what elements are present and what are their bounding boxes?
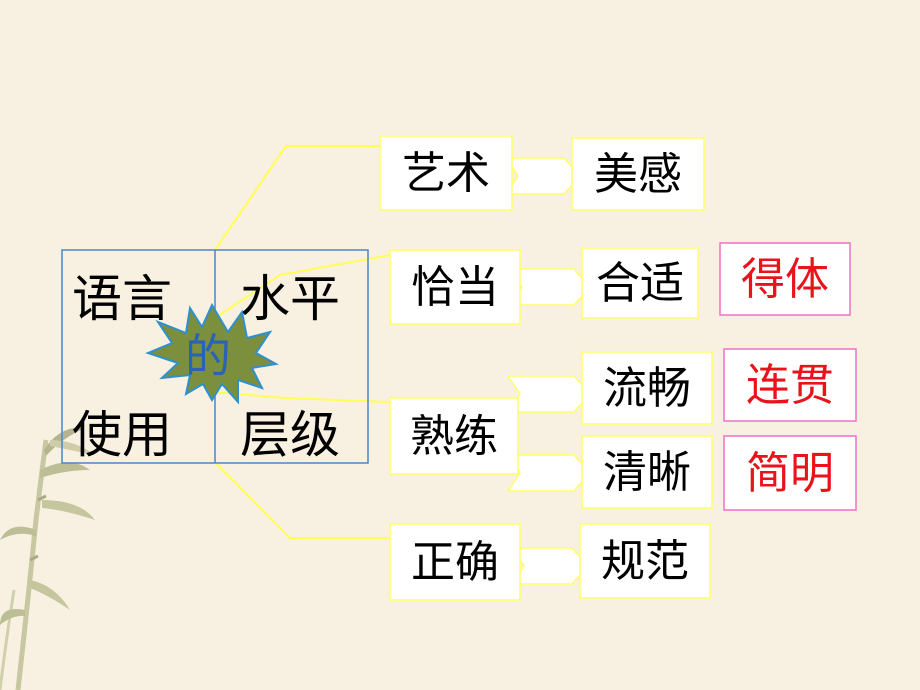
box-concise-text: 简明: [746, 448, 834, 499]
center-text-q4: 层级: [240, 406, 340, 464]
box-decent: 得体: [719, 242, 851, 316]
box-suitable: 合适: [581, 247, 699, 319]
box-correct: 正确: [389, 523, 521, 601]
box-beauty-text: 美感: [594, 149, 682, 200]
starburst-text: 的: [185, 329, 231, 383]
bamboo-decoration: [0, 427, 95, 690]
box-coherent-text: 连贯: [746, 360, 834, 411]
box-coherent: 连贯: [723, 348, 857, 422]
box-art: 艺术: [379, 135, 513, 211]
center-text-q1: 语言: [72, 270, 172, 328]
center-text-q3: 使用: [72, 406, 172, 464]
arrow-apt: [508, 268, 592, 306]
starburst-shape: [145, 302, 280, 405]
connector-art: [214, 145, 380, 251]
box-fluent-text: 熟练: [410, 411, 498, 462]
box-correct-text: 正确: [411, 537, 499, 588]
box-beauty: 美感: [571, 137, 705, 211]
box-standard: 规范: [579, 523, 711, 599]
arrow-correct: [510, 547, 590, 585]
box-smooth: 流畅: [581, 351, 713, 425]
box-concise: 简明: [723, 435, 857, 511]
box-smooth-text: 流畅: [603, 363, 691, 414]
box-apt: 恰当: [389, 249, 521, 325]
center-box: 语言 水平 使用 层级: [61, 249, 369, 464]
box-clear-text: 清晰: [603, 447, 691, 498]
connector-apt: [214, 254, 391, 319]
box-clear: 清晰: [581, 435, 713, 509]
box-fluent: 熟练: [389, 397, 519, 475]
box-art-text: 艺术: [402, 148, 490, 199]
center-text-q2: 水平: [240, 270, 340, 328]
arrow-art: [504, 157, 582, 195]
box-apt-text: 恰当: [411, 262, 499, 313]
starburst: 的: [145, 302, 280, 405]
connector-correct: [214, 461, 390, 539]
box-suitable-text: 合适: [596, 258, 684, 309]
arrow-fluent-b: [506, 454, 592, 492]
connector-fluent: [214, 391, 391, 403]
box-standard-text: 规范: [601, 536, 689, 587]
arrow-fluent-a: [506, 375, 592, 413]
box-decent-text: 得体: [741, 254, 829, 305]
